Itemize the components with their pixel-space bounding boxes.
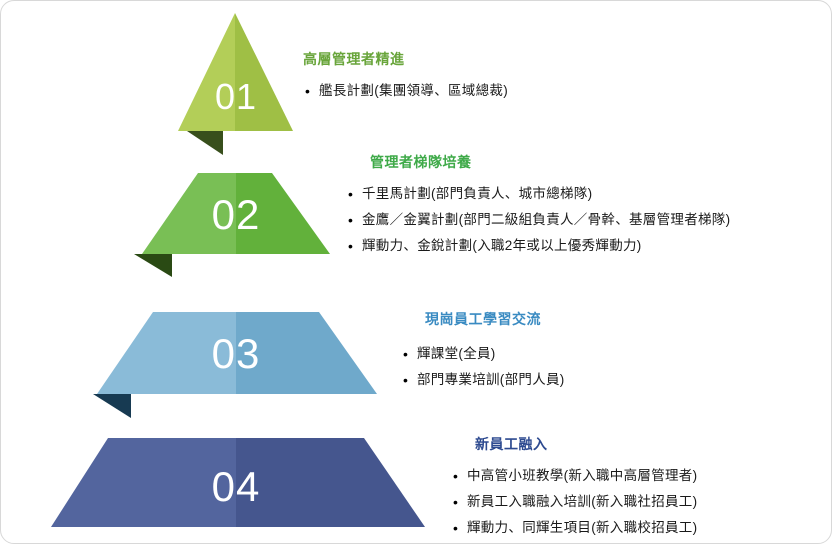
bullet-item: 部門專業培訓(部門人員)	[401, 367, 565, 393]
level-3-title: 現崗員工學習交流	[425, 311, 541, 327]
level-4-text-block: 新員工融入 中高管小班教學(新入職中高層管理者) 新員工入職融入培訓(新入職社招…	[451, 434, 697, 541]
level-2-title: 管理者梯隊培養	[370, 154, 472, 170]
level-1-text-block: 高層管理者精進 艦長計劃(集團領導、區域總裁)	[303, 49, 508, 104]
level-1-number: 01	[214, 76, 258, 117]
level-4-left-face	[51, 438, 236, 527]
bullet-item: 中高管小班教學(新入職中高層管理者)	[451, 463, 697, 489]
level-2-left-face	[142, 173, 236, 254]
level-3-fold	[93, 394, 131, 418]
level-3-left-face	[97, 312, 236, 394]
level-2-fold	[134, 254, 172, 277]
bullet-item: 新員工入職融入培訓(新入職社招員工)	[451, 489, 697, 515]
level-1-title: 高層管理者精進	[303, 51, 405, 67]
level-4-bullets: 中高管小班教學(新入職中高層管理者) 新員工入職融入培訓(新入職社招員工) 輝動…	[451, 463, 697, 541]
level-3-bullets: 輝課堂(全員) 部門專業培訓(部門人員)	[401, 341, 565, 393]
level-1-left-face	[178, 13, 235, 131]
level-2-bullets: 千里馬計劃(部門負責人、城市總梯隊) 金鷹／金翼計劃(部門二級組負責人／骨幹、基…	[346, 181, 730, 259]
level-1-right-face	[235, 13, 293, 131]
level-2-right-face	[236, 173, 330, 254]
level-1-fold	[187, 131, 223, 155]
bullet-item: 輝課堂(全員)	[401, 341, 565, 367]
level-4-number: 04	[211, 463, 261, 510]
bullet-item: 輝動力、同輝生項目(新入職校招員工)	[451, 515, 697, 541]
bullet-item: 輝動力、金銳計劃(入職2年或以上優秀輝動力)	[346, 233, 730, 259]
level-3-right-face	[236, 312, 377, 394]
level-4-title: 新員工融入	[475, 436, 548, 452]
level-2-number: 02	[211, 191, 261, 238]
level-2-text-block: 管理者梯隊培養 千里馬計劃(部門負責人、城市總梯隊) 金鷹／金翼計劃(部門二級組…	[346, 152, 730, 259]
level-3-number: 03	[211, 330, 261, 377]
level-4-right-face	[236, 438, 425, 527]
level-1-bullets: 艦長計劃(集團領導、區域總裁)	[303, 78, 508, 104]
level-3-text-block: 現崗員工學習交流 輝課堂(全員) 部門專業培訓(部門人員)	[401, 309, 565, 393]
bullet-item: 千里馬計劃(部門負責人、城市總梯隊)	[346, 181, 730, 207]
bullet-item: 金鷹／金翼計劃(部門二級組負責人／骨幹、基層管理者梯隊)	[346, 207, 730, 233]
bullet-item: 艦長計劃(集團領導、區域總裁)	[303, 78, 508, 104]
